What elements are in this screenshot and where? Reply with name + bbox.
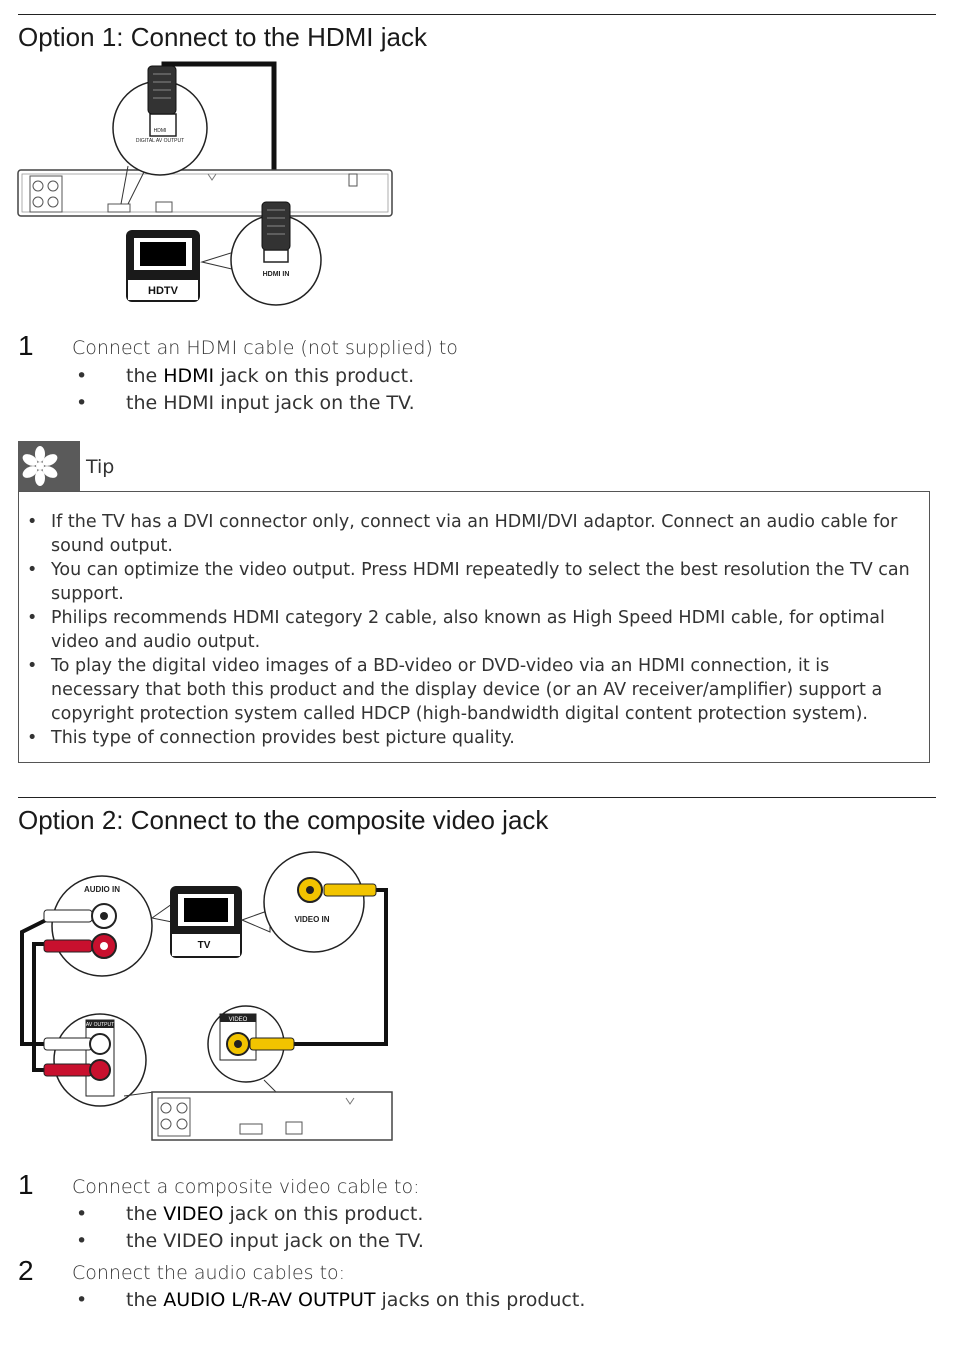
option1-heading: Option 1: Connect to the HDMI jack — [18, 22, 427, 52]
tip-box: If the TV has a DVI connector only, conn… — [18, 491, 930, 763]
section-rule-top — [18, 14, 936, 15]
option2-step1-bullet-2: •the VIDEO input jack on the TV. — [76, 1230, 424, 1252]
tip-item: This type of connection provides best pi… — [25, 726, 913, 750]
tip-label: Tip — [86, 456, 115, 478]
option1-bullet-2: •the HDMI input jack on the TV. — [76, 392, 415, 414]
tip-item: If the TV has a DVI connector only, conn… — [25, 510, 913, 558]
audio-in-label: AUDIO IN — [84, 885, 120, 894]
option2-step2-text: Connect the audio cables to: — [72, 1262, 346, 1284]
option2-heading: Option 2: Connect to the composite video… — [18, 805, 549, 835]
video-cable — [294, 888, 388, 1046]
tip-badge — [18, 441, 80, 491]
composite-connection-diagram: AUDIO IN TV VIDEO IN AV OUTPUT VIDEO — [20, 851, 393, 1141]
option2-step1-text: Connect a composite video cable to: — [72, 1176, 420, 1198]
option1-step1-text: Connect an HDMI cable (not supplied) to — [72, 337, 458, 359]
option1-step1-number: 1 — [18, 330, 34, 361]
section-rule-middle — [18, 797, 936, 798]
tip-item: You can optimize the video output. Press… — [25, 558, 913, 606]
tip-asterisk-icon — [22, 446, 58, 486]
option2-step1-number: 1 — [18, 1169, 34, 1200]
option2-step2-number: 2 — [18, 1255, 34, 1286]
tip-item: Philips recommends HDMI category 2 cable… — [25, 606, 913, 654]
video-in-label: VIDEO IN — [294, 915, 329, 924]
hdtv-label: HDTV — [148, 285, 179, 297]
hdmi-in-label: HDMI IN — [263, 271, 290, 278]
player-body — [17, 169, 393, 217]
option2-step1-bullet-1: •the VIDEO jack on this product. — [76, 1203, 424, 1225]
audio-cable-white — [20, 914, 55, 1046]
av-output-label: AV OUTPUT — [86, 1022, 114, 1028]
hdmi-port-label: HDMI — [154, 128, 167, 134]
tv-label: TV — [198, 940, 211, 951]
option2-step2-bullet-1: •the AUDIO L/R-AV OUTPUT jacks on this p… — [76, 1289, 586, 1311]
option1-bullet-1: •the HDMI jack on this product. — [76, 365, 415, 387]
player-output-label: DIGITAL AV OUTPUT — [136, 138, 184, 144]
tip-item: To play the digital video images of a BD… — [25, 654, 913, 726]
tip-list: If the TV has a DVI connector only, conn… — [19, 492, 929, 750]
hdmi-connection-diagram: HDMI DIGITAL AV OUTPUT HDTV HDMI IN — [17, 61, 393, 306]
player-body-2 — [151, 1091, 393, 1141]
video-label: VIDEO — [229, 1017, 248, 1023]
